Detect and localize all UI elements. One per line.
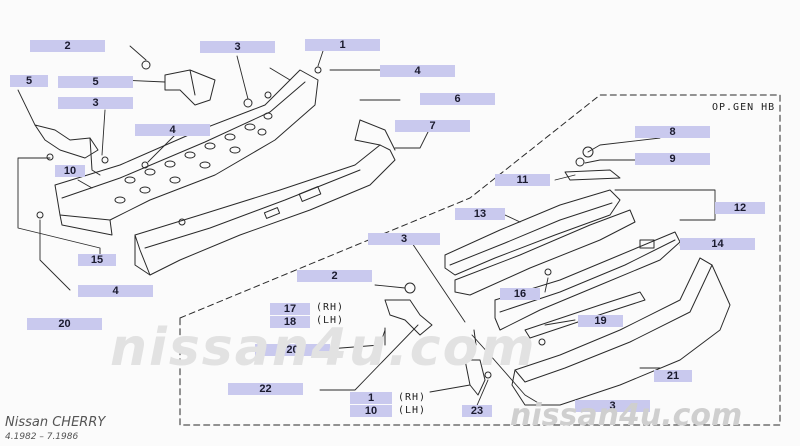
callout-label: 3 bbox=[575, 400, 650, 412]
callout-label: 5 bbox=[58, 76, 133, 88]
callout-label: 21 bbox=[654, 370, 692, 382]
watermark: nissan4u.com bbox=[510, 398, 743, 433]
callout-label: 20 bbox=[27, 318, 102, 330]
variant-tag: OP.GEN HB bbox=[712, 102, 776, 113]
callout-label: 3 bbox=[58, 97, 133, 109]
bracket-right bbox=[164, 69, 216, 106]
callout-label: 9 bbox=[635, 153, 710, 165]
option-group-box bbox=[179, 94, 781, 426]
footer-model: Nissan CHERRY bbox=[5, 415, 106, 430]
lh-marker-lower: (LH) bbox=[398, 405, 427, 416]
callout-label: 10 bbox=[350, 405, 392, 417]
callout-label: 6 bbox=[420, 93, 495, 105]
callout-label: 15 bbox=[78, 254, 116, 266]
rh-marker: (RH) bbox=[316, 302, 345, 313]
callout-label: 4 bbox=[135, 124, 210, 136]
callout-label: 7 bbox=[395, 120, 470, 132]
part-12-beam bbox=[494, 231, 681, 331]
callout-label: 1 bbox=[350, 392, 392, 404]
callout-label: 14 bbox=[680, 238, 755, 250]
part-16-reinforcement bbox=[454, 209, 636, 296]
callout-label: 12 bbox=[715, 202, 765, 214]
callout-label: 22 bbox=[228, 383, 303, 395]
bumper-optional bbox=[511, 257, 731, 406]
callout-label: 8 bbox=[635, 126, 710, 138]
callout-label: 3 bbox=[368, 233, 440, 245]
part-19-strip bbox=[524, 291, 646, 339]
bumper-standard bbox=[134, 119, 396, 276]
footer-dates: 4.1982 – 7.1986 bbox=[5, 432, 79, 442]
bracket-left bbox=[34, 124, 101, 176]
callout-label: 10 bbox=[55, 165, 85, 177]
lh-marker: (LH) bbox=[316, 315, 345, 326]
callout-label: 4 bbox=[380, 65, 455, 77]
callout-label: 2 bbox=[297, 270, 372, 282]
callout-label: 16 bbox=[500, 288, 540, 300]
callout-label: 11 bbox=[495, 174, 550, 186]
callout-label: 23 bbox=[462, 405, 492, 417]
callout-label: 13 bbox=[455, 208, 505, 220]
callout-label: 5 bbox=[10, 75, 48, 87]
part-11-strip bbox=[564, 169, 621, 181]
mount-bracket-lower bbox=[464, 329, 492, 396]
callout-label: 17 bbox=[270, 303, 310, 315]
callout-label: 1 bbox=[305, 39, 380, 51]
callout-label: 4 bbox=[78, 285, 153, 297]
watermark-ghost: nissan4u.com bbox=[110, 318, 537, 378]
callout-label: 2 bbox=[30, 40, 105, 52]
callout-label: 18 bbox=[270, 316, 310, 328]
part-13-bar bbox=[444, 189, 621, 276]
callout-label: 20 bbox=[255, 344, 330, 356]
rh-marker-lower: (RH) bbox=[398, 392, 427, 403]
callout-label: 3 bbox=[200, 41, 275, 53]
callout-label: 19 bbox=[578, 315, 623, 327]
